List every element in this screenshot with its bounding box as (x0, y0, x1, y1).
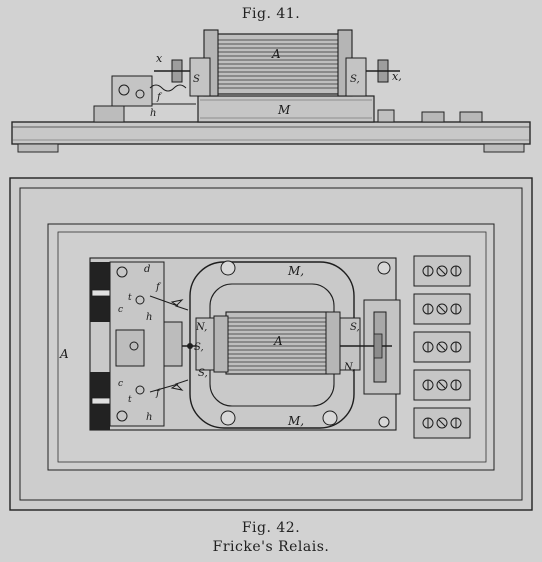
fig42-d-top: d (144, 264, 150, 275)
fig42-f2: f (155, 388, 162, 399)
fig42-n-right: N, (343, 362, 355, 373)
fig42-plan-view: M, M, A N, N, S, S, S, A d f (9, 177, 533, 511)
fig42-t2: t (128, 395, 132, 405)
fig42-m-top: M, (287, 264, 304, 278)
fig41-caption: Fig. 41. (241, 6, 301, 22)
fig42-s-right: S, (350, 322, 360, 333)
terminal-blocks (413, 255, 471, 439)
fig42-subtitle: Fricke's Relais. (212, 539, 330, 555)
fig42-coil-label: A (273, 334, 283, 348)
magnet-body (197, 95, 375, 123)
fig42-s-lower: S, (198, 368, 208, 379)
fig42-s-left: S, (194, 342, 204, 353)
fig42-c1: c (118, 305, 123, 315)
fig41-h: h (150, 108, 156, 119)
fig42-t1: t (128, 293, 132, 303)
fig41-x-left: x (156, 52, 163, 65)
fig42-m-bottom: M, (287, 414, 304, 428)
fig41-coil-label: A (271, 47, 281, 61)
fig41-s-right: S, (350, 74, 360, 85)
fig42-n-left: N, (195, 322, 207, 333)
fig41-s-left: S (193, 74, 200, 85)
fig41-x-right: x, (392, 70, 402, 83)
fig42-c-side: A (59, 347, 69, 361)
fig42-c2: c (118, 379, 123, 389)
fig41-f: f (156, 92, 163, 103)
fig42-f1: f (155, 282, 162, 293)
fig41-side-view: M A S S, x x, h f (11, 29, 531, 153)
fig42-h2: h (146, 412, 152, 423)
fig42-h1: h (146, 312, 152, 323)
fig41-magnet-label: M (277, 103, 291, 117)
fig42-caption: Fig. 42. (241, 520, 301, 536)
